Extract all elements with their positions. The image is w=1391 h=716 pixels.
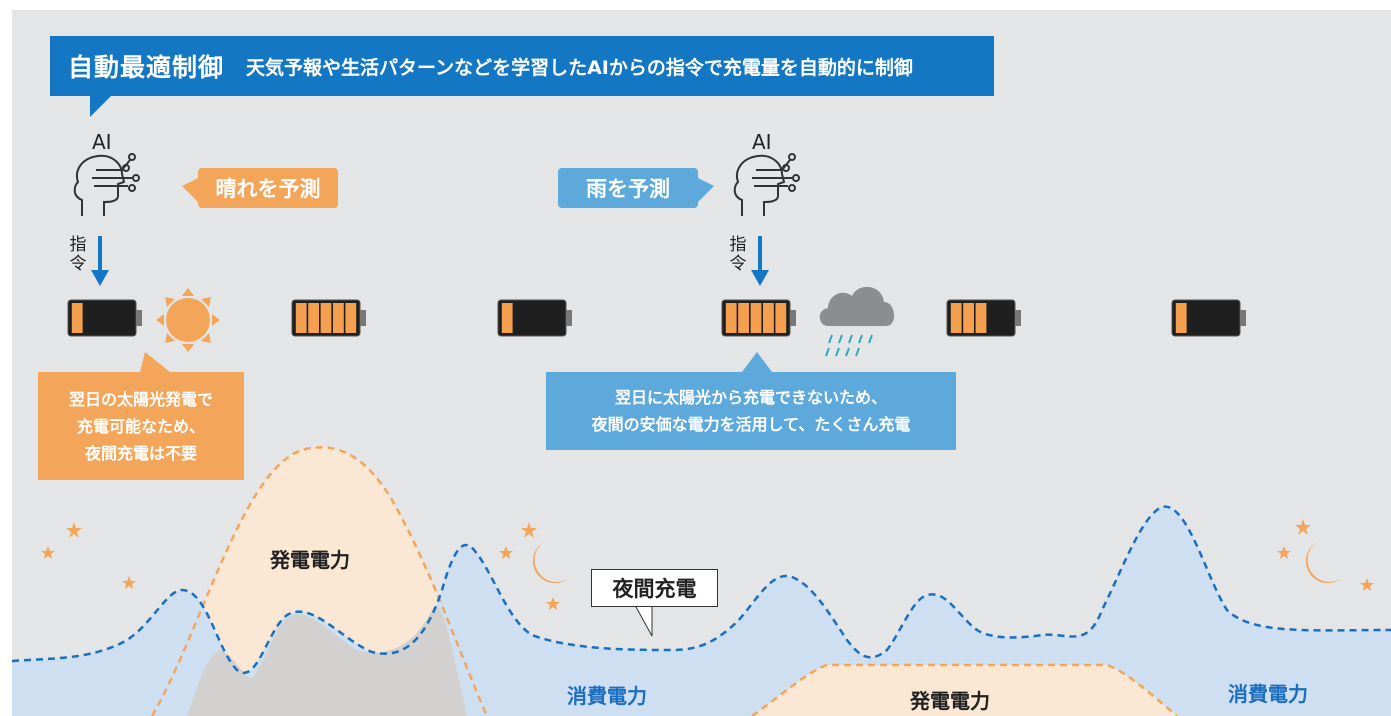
prediction-rainy: 雨を予測 bbox=[558, 168, 698, 208]
banner-description: 天気予報や生活パターンなどを学習したAIからの指令で充電量を自動的に制御 bbox=[246, 56, 913, 79]
battery-icon bbox=[946, 299, 1021, 337]
arrow-down-icon bbox=[91, 236, 109, 286]
generation-curve-2 bbox=[752, 665, 1177, 716]
battery-cell bbox=[501, 303, 513, 333]
note-line: 翌日に太陽光から充電できないため、 bbox=[614, 388, 887, 407]
header-banner: 自動最適制御 天気予報や生活パターンなどを学習したAIからの指令で充電量を自動的… bbox=[50, 36, 994, 96]
ai-label: AI bbox=[92, 130, 112, 154]
command-char: 指 bbox=[729, 235, 747, 255]
battery-icon bbox=[1171, 299, 1246, 337]
callout-tail bbox=[742, 352, 772, 372]
ai-label: AI bbox=[752, 130, 772, 154]
battery-cell bbox=[963, 303, 974, 333]
rain-cloud-icon bbox=[819, 286, 895, 357]
sunny-note: 翌日の太陽光発電で 充電可能なため、 夜間充電は不要 bbox=[38, 372, 244, 480]
battery-cell bbox=[345, 303, 357, 333]
battery-cell bbox=[1175, 303, 1187, 333]
star-icon bbox=[1277, 519, 1374, 591]
battery-icon bbox=[291, 299, 366, 337]
consumption-label: 消費電力 bbox=[1228, 682, 1308, 706]
battery-icon bbox=[721, 299, 796, 337]
night-charge-label: 夜間充電 bbox=[591, 569, 718, 607]
battery-icon bbox=[67, 299, 142, 337]
battery-cell bbox=[763, 303, 774, 333]
moon-icon bbox=[532, 542, 569, 584]
command-char: 令 bbox=[69, 254, 87, 274]
battery-cell bbox=[975, 303, 987, 333]
battery-row bbox=[67, 299, 1246, 337]
note-line: 充電可能なため、 bbox=[76, 416, 205, 436]
generation-label: 発電電力 bbox=[270, 548, 350, 572]
self-consumption-area bbox=[187, 606, 467, 716]
diagram-canvas: 自動最適制御 天気予報や生活パターンなどを学習したAIからの指令で充電量を自動的… bbox=[12, 10, 1391, 716]
command-char: 指 bbox=[69, 235, 87, 255]
battery-cell bbox=[308, 303, 319, 333]
banner-title: 自動最適制御 bbox=[68, 53, 225, 82]
note-line: 翌日の太陽光発電で bbox=[68, 389, 213, 409]
battery-cell bbox=[71, 303, 83, 333]
note-line: 夜間の安価な電力を活用して、たくさん充電 bbox=[591, 415, 911, 434]
battery-cell bbox=[320, 303, 332, 333]
arrow-down-icon bbox=[751, 236, 769, 286]
note-line: 夜間充電は不要 bbox=[84, 443, 197, 463]
star-icon bbox=[499, 522, 560, 610]
battery-icon bbox=[497, 299, 572, 337]
consumption-label: 消費電力 bbox=[567, 684, 647, 708]
battery-cell bbox=[775, 303, 787, 333]
battery-cell bbox=[725, 303, 737, 333]
callout-tail bbox=[698, 178, 714, 202]
generation-label: 発電電力 bbox=[910, 689, 990, 713]
power-curves bbox=[12, 153, 1391, 716]
consumption-curve-outline bbox=[12, 505, 1391, 674]
battery-cell bbox=[750, 303, 762, 333]
command-label: 指 令 bbox=[68, 236, 88, 274]
banner-tail bbox=[90, 95, 112, 117]
generation-curve-1-outline bbox=[150, 446, 489, 716]
prediction-sunny: 晴れを予測 bbox=[198, 168, 338, 208]
generation-curve-2-outline bbox=[751, 663, 1178, 716]
command-label: 指 令 bbox=[728, 236, 748, 274]
battery-cell bbox=[333, 303, 344, 333]
star-icon bbox=[41, 522, 136, 589]
ai-brain-icon bbox=[733, 153, 800, 216]
battery-cell bbox=[295, 303, 307, 333]
callout-tail bbox=[182, 178, 198, 202]
callout-tail bbox=[140, 352, 170, 372]
command-char: 令 bbox=[729, 254, 747, 274]
battery-cell bbox=[950, 303, 962, 333]
moon-icon bbox=[1305, 542, 1342, 584]
battery-cell bbox=[738, 303, 749, 333]
ai-brain-icon bbox=[73, 153, 140, 216]
sun-icon bbox=[156, 288, 220, 352]
moon-icon bbox=[79, 540, 116, 583]
rainy-note: 翌日に太陽光から充電できないため、 夜間の安価な電力を活用して、たくさん充電 bbox=[546, 372, 956, 450]
